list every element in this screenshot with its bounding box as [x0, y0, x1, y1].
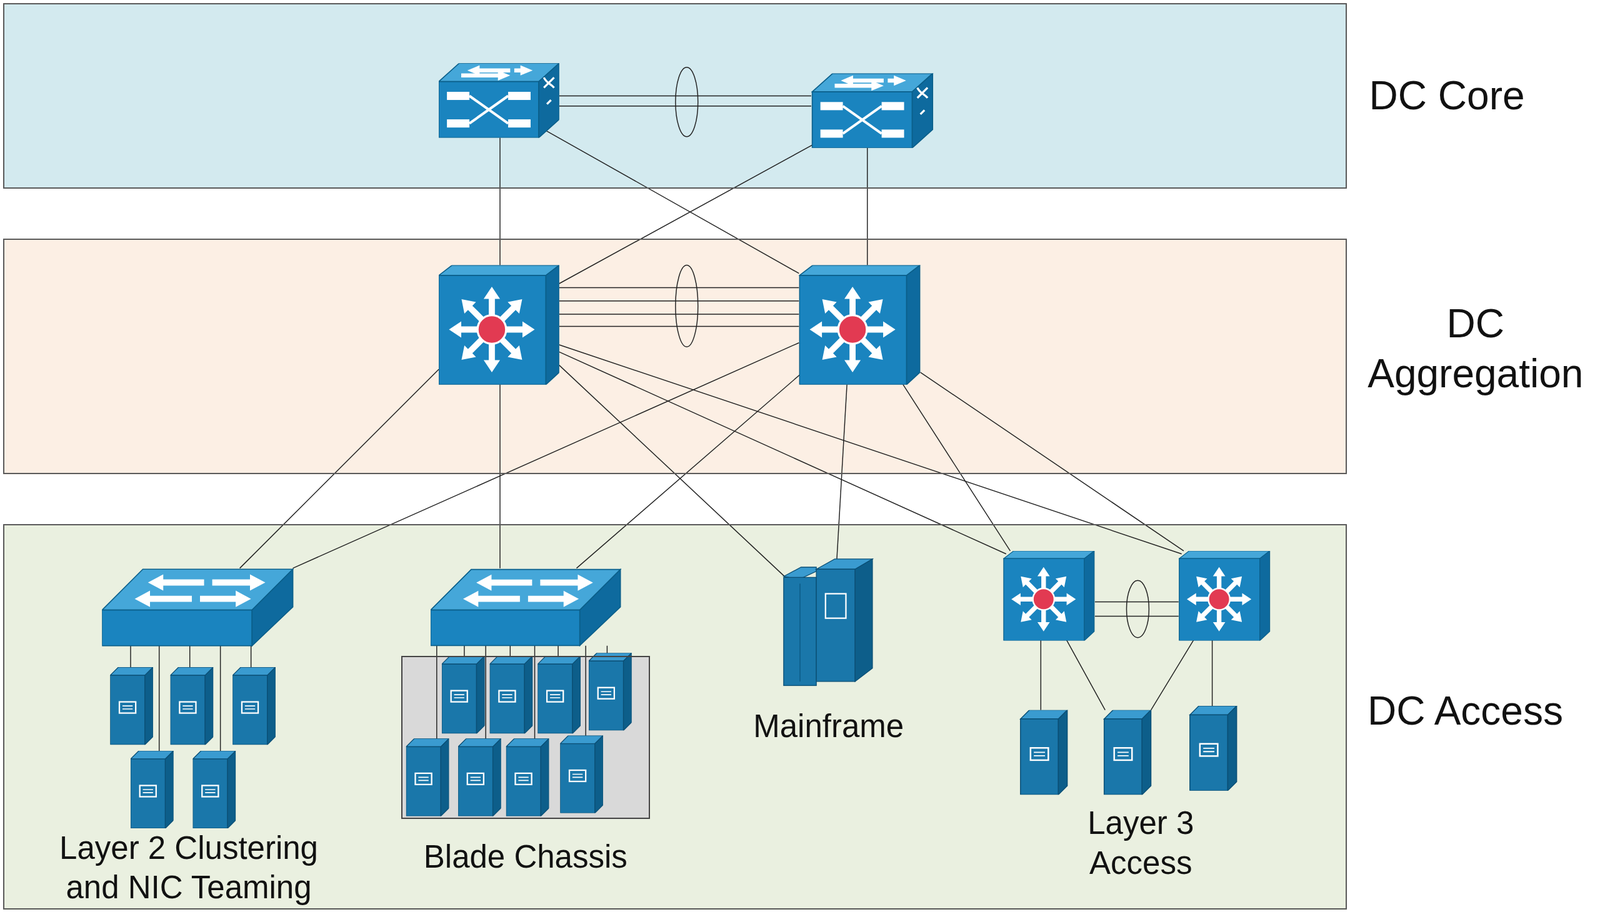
drawing-line	[220, 646, 221, 754]
core-switch	[438, 63, 560, 138]
core-band	[3, 3, 1347, 189]
drawing-use	[1020, 710, 1068, 796]
servers	[110, 653, 1237, 829]
drawing-use	[560, 735, 604, 814]
drawing-use	[406, 738, 450, 817]
drawing-line	[559, 300, 800, 302]
tier-label: Mainframe	[753, 706, 904, 747]
drawing-use	[170, 667, 214, 745]
aggregation-band	[3, 238, 1347, 475]
drawing-use	[1104, 710, 1152, 796]
drawing-line	[1211, 640, 1213, 707]
drawing-line	[250, 646, 252, 670]
group-caption: Layer 2 Clustering and NIC Teaming	[41, 828, 336, 909]
drawing-use	[1190, 706, 1237, 792]
drawing-line	[836, 385, 847, 562]
mainframe-icon	[783, 559, 873, 687]
drawing-line	[799, 583, 801, 682]
tier-label: Blade Chassis	[423, 837, 628, 878]
drawing-line	[585, 646, 586, 739]
aggregation-band: DC Aggregation	[3, 238, 1347, 475]
drawing-use	[441, 656, 485, 734]
group-caption: Layer 3 Access	[1071, 803, 1210, 884]
drawing-ellipse	[675, 67, 699, 137]
drawing-line	[559, 95, 812, 97]
tier-label: DC Access	[1343, 686, 1589, 737]
drawing-line	[1040, 640, 1042, 711]
drawing-line	[559, 105, 812, 107]
drawing-use	[232, 667, 276, 745]
drawing-line	[1095, 601, 1179, 603]
drawing-use	[588, 653, 632, 731]
drawing-line	[576, 369, 806, 569]
drawing-ellipse	[1126, 580, 1149, 638]
multilayer-switch	[1179, 551, 1270, 642]
drawing-line	[240, 369, 439, 569]
drawing-rect	[825, 593, 847, 619]
mainframe: Mainframe	[783, 559, 873, 686]
drawing-line	[534, 646, 535, 742]
core-band: DC Core	[3, 3, 1347, 189]
drawing-line	[130, 646, 131, 670]
core-switch	[812, 73, 934, 149]
tier-label: DC Core	[1324, 70, 1570, 121]
drawing-line	[559, 365, 789, 580]
drawing-line	[499, 137, 500, 265]
workgroup-switch	[430, 570, 621, 647]
multilayer-switch	[1003, 551, 1095, 642]
drawing-line	[559, 313, 800, 315]
workgroup-switch	[101, 569, 293, 646]
drawing-use	[490, 656, 534, 734]
drawing-line	[1066, 640, 1105, 711]
drawing-ellipse	[675, 265, 699, 348]
drawing-line	[559, 287, 800, 289]
drawing-use	[458, 738, 502, 817]
drawing-use	[193, 751, 237, 829]
drawing-line	[1151, 640, 1195, 711]
drawing-use	[110, 667, 154, 745]
drawing-line	[559, 143, 817, 284]
drawing-polygon	[855, 559, 873, 682]
drawing-use	[537, 656, 581, 734]
multilayer-switch	[799, 265, 920, 385]
drawing-line	[903, 385, 1010, 552]
drawing-line	[436, 646, 437, 742]
drawing-line	[866, 148, 868, 266]
drawing-line	[485, 646, 486, 742]
access-band	[3, 524, 1347, 910]
drawing-use	[506, 738, 550, 817]
drawing-line	[189, 646, 190, 670]
drawing-line	[1095, 616, 1179, 617]
network-links	[130, 67, 1213, 754]
tier-label: DC Aggregation	[1358, 298, 1594, 399]
drawing-rect	[816, 569, 855, 682]
drawing-line	[158, 646, 160, 754]
drawing-use	[130, 751, 174, 829]
drawing-rect	[783, 577, 817, 686]
drawing-line	[545, 130, 799, 274]
drawing-line	[559, 326, 800, 327]
multilayer-switch	[438, 265, 560, 385]
blade-chassis: Blade Chassis	[401, 656, 650, 820]
